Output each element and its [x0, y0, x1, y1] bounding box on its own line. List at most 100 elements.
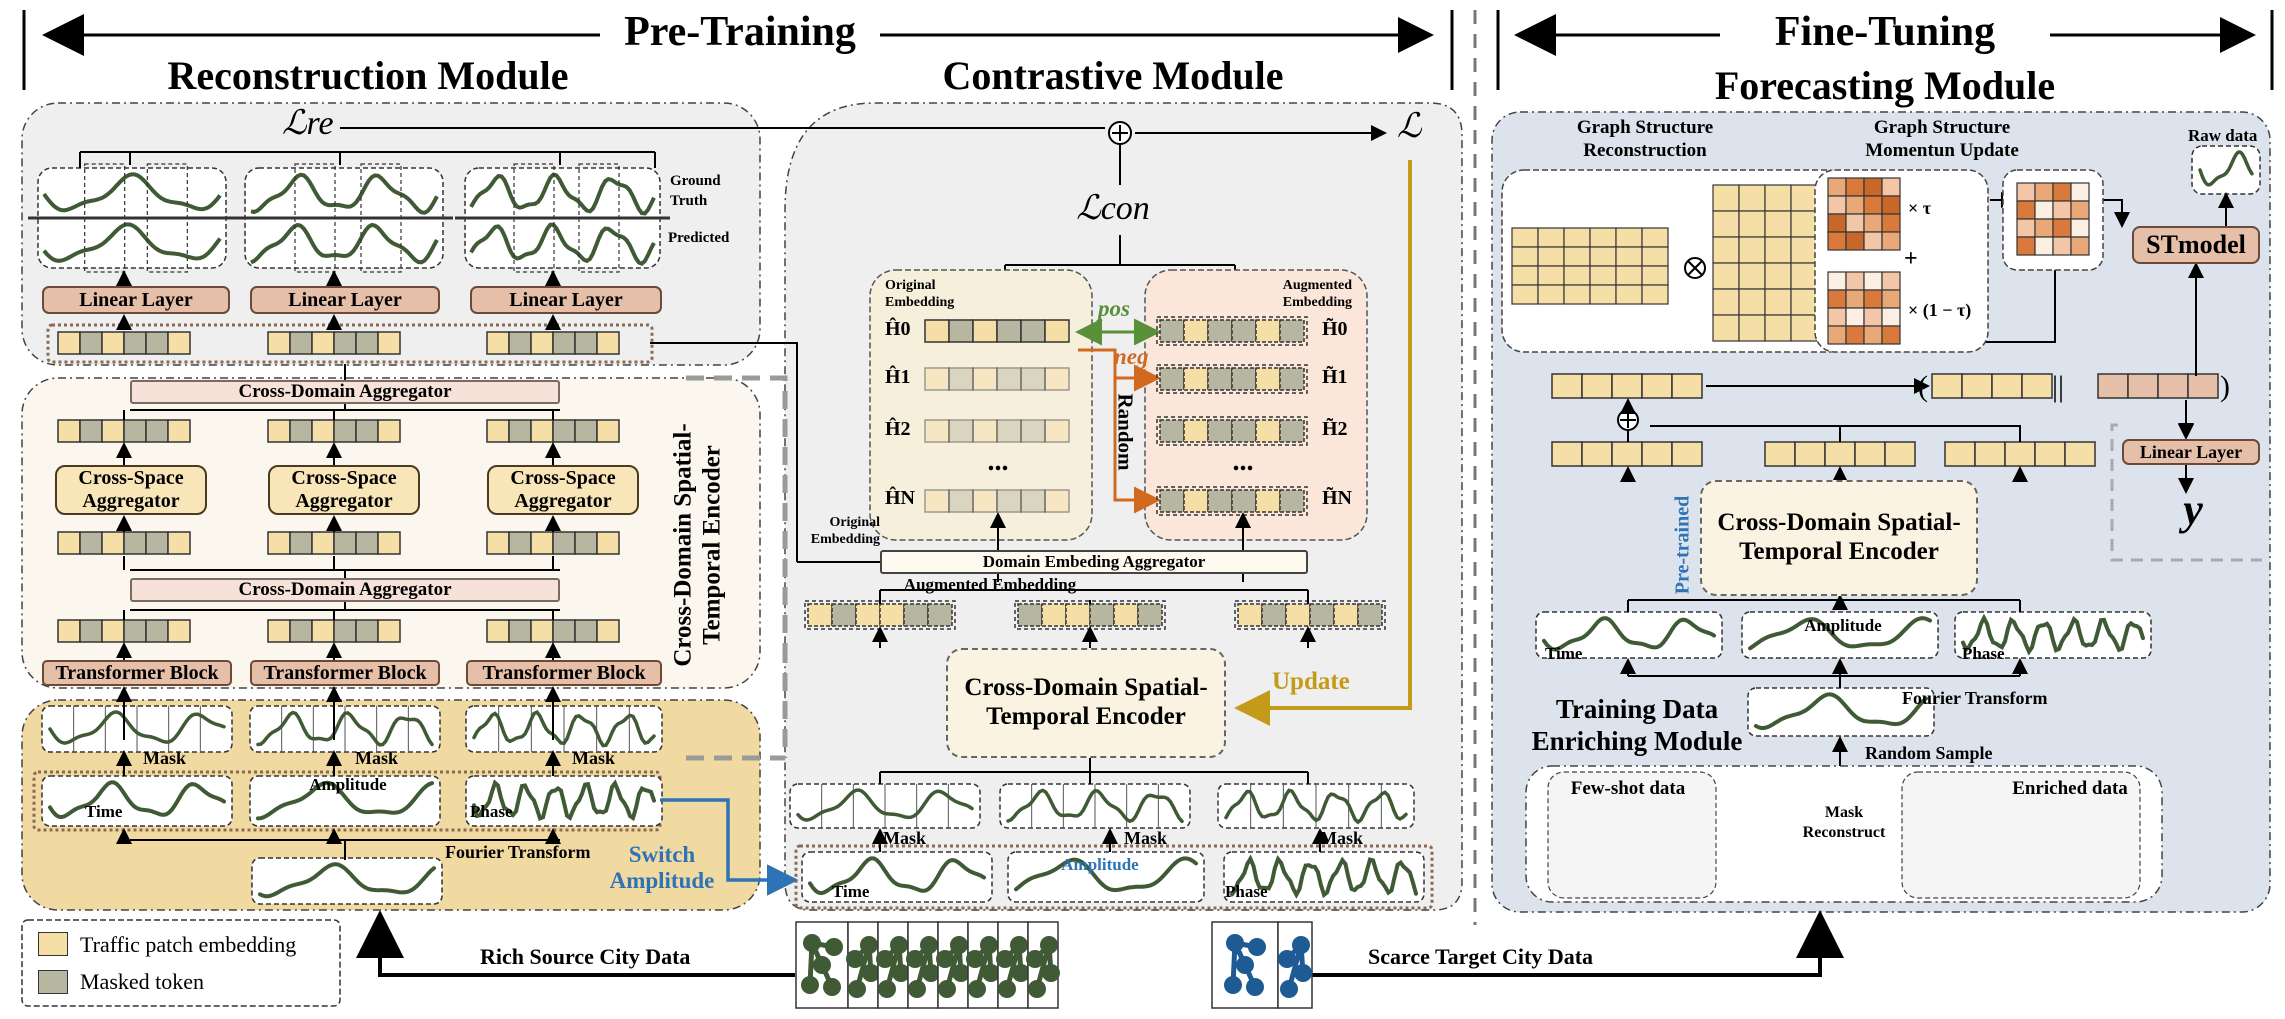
stmodel-token — [2097, 373, 2129, 399]
patch-token — [879, 603, 905, 627]
patch-token — [1611, 373, 1643, 399]
city-node — [1026, 950, 1044, 968]
patch-token — [267, 331, 291, 355]
phase-label-c: Phase — [1225, 882, 1268, 901]
source-city-graph — [876, 921, 910, 1009]
city-node — [1224, 976, 1242, 994]
matrix-cell — [1881, 289, 1901, 309]
masked-token — [289, 531, 313, 555]
token-row-outline — [1156, 316, 1308, 346]
matrix-cell — [1738, 236, 1766, 264]
masked-token — [574, 331, 598, 355]
matrix-cell — [1863, 271, 1883, 291]
city-node — [890, 936, 908, 954]
city-node — [860, 936, 878, 954]
contrastive-masked-wave-box — [789, 783, 981, 829]
matrix-cell — [2016, 200, 2036, 220]
patch-token — [1333, 603, 1359, 627]
city-node — [968, 980, 986, 998]
masked-token — [508, 419, 532, 443]
patch-token — [486, 531, 510, 555]
gs-reconstruction-label: Graph Structure Reconstruction — [1576, 117, 1714, 161]
matrix-cell — [1827, 307, 1847, 327]
patch-token — [972, 419, 998, 443]
masked-token — [333, 619, 357, 643]
cross-space-aggregator-2: Cross-Space Aggregator — [268, 465, 420, 515]
wave-signal — [256, 710, 434, 747]
wave-signal — [472, 710, 656, 748]
linear-layer-1: Linear Layer — [42, 286, 230, 314]
matrix-cell — [1845, 271, 1865, 291]
raw-data-label: Raw data — [2188, 126, 2258, 145]
matrix-cell — [1845, 325, 1865, 345]
original-embedding-label: Original Embedding — [885, 278, 955, 310]
cross-space-token-row — [57, 531, 191, 555]
matrix-cell — [1881, 307, 1901, 327]
augmented-token-row — [1156, 316, 1308, 346]
matrix-cell — [1738, 210, 1766, 238]
masked-token — [333, 331, 357, 355]
source-city-graph — [795, 921, 849, 1009]
patch-token — [530, 331, 554, 355]
patch-token — [1255, 367, 1281, 391]
masked-token — [333, 531, 357, 555]
domain-embedding-aggregator: Domain Embeding Aggregator — [880, 550, 1308, 574]
matrix-cell — [1845, 177, 1865, 197]
predicted-wave — [42, 222, 222, 263]
matrix-cell — [1863, 307, 1883, 327]
matrix-cell — [1738, 314, 1766, 342]
wave-signal — [2198, 150, 2254, 187]
ground-truth-wave — [469, 172, 656, 216]
masked-token — [574, 419, 598, 443]
pos-label: pos — [1098, 296, 1130, 321]
patch-token — [377, 619, 401, 643]
masked-token — [1231, 419, 1257, 443]
city-node — [950, 936, 968, 954]
h2-label: Ĥ2 — [885, 418, 911, 440]
fourier-label-recon: Fourier Transform — [445, 842, 591, 862]
dots-augmented: ... — [1232, 446, 1254, 477]
masked-token — [145, 419, 169, 443]
matrix-result — [2016, 182, 2090, 256]
masked-token — [1207, 367, 1233, 391]
patch-token — [57, 531, 81, 555]
matrix-cell — [1881, 325, 1901, 345]
mask-label-c2: Mask — [1124, 828, 1168, 848]
gt-pred-panel — [455, 163, 670, 273]
forecast-encoder: Cross-Domain Spatial-Temporal Encoder — [1700, 480, 1978, 596]
stmodel-token — [2187, 373, 2219, 399]
patch-token — [1044, 367, 1070, 391]
lower-augmented-token-row — [1234, 600, 1386, 630]
h1-label: Ĥ1 — [885, 366, 911, 388]
masked-token — [927, 603, 953, 627]
gt-pred-panel — [28, 163, 236, 273]
matrix-cell — [1827, 195, 1847, 215]
patch-token — [101, 419, 125, 443]
predicted-label: Predicted — [668, 230, 730, 246]
matrix-cell — [2034, 218, 2054, 238]
city-node — [980, 936, 998, 954]
output-y: y — [2183, 485, 2203, 534]
masked-token — [145, 619, 169, 643]
patch-token — [377, 331, 401, 355]
patch-token — [167, 331, 191, 355]
matrix-cell — [1712, 210, 1740, 238]
source-city-graph — [936, 921, 970, 1009]
augmented-token-row — [1156, 486, 1308, 516]
legend-patch-swatch — [38, 932, 68, 956]
source-city-graph — [906, 921, 940, 1009]
city-node — [1292, 936, 1310, 954]
masked-token — [948, 489, 974, 513]
wave-signal — [1006, 788, 1184, 824]
source-city-graph — [996, 921, 1030, 1009]
city-node — [848, 980, 866, 998]
aggregated-token-row — [267, 419, 401, 443]
matrix-cell — [1537, 246, 1565, 267]
masked-token — [355, 619, 379, 643]
masked-token — [996, 419, 1022, 443]
patch-token — [1944, 441, 1976, 467]
lower-augmented-token-row — [1014, 600, 1166, 630]
patch-token — [1551, 373, 1583, 399]
masked-token — [948, 367, 974, 391]
matrix-cell — [2016, 236, 2036, 256]
